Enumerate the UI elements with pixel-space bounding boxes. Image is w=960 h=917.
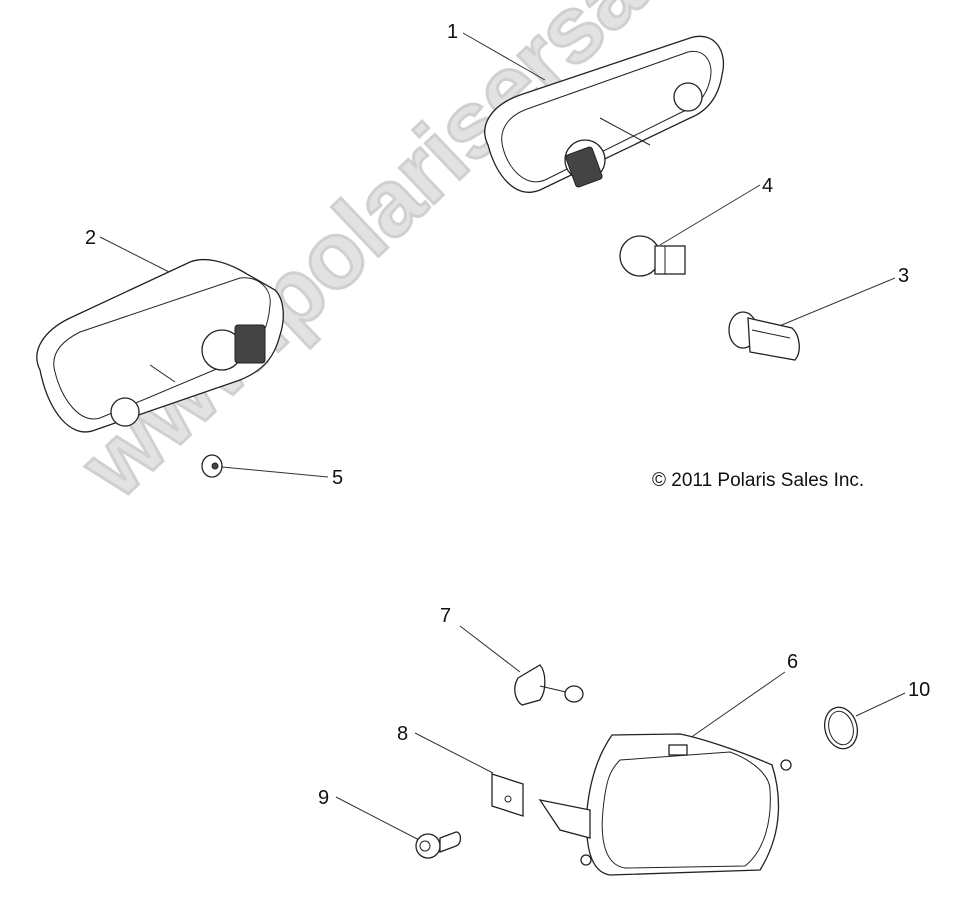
- part-4-bulb: [619, 235, 686, 277]
- part-8-clip-nut: [491, 773, 524, 817]
- callout-2: 2: [85, 227, 97, 249]
- callout-8: 8: [397, 723, 409, 745]
- part-3-bulb-socket: [728, 311, 800, 361]
- callout-5: 5: [332, 467, 344, 489]
- part-7-headlight-bulb: [514, 664, 584, 706]
- part-2-tail-light: [36, 258, 284, 433]
- callout-9: 9: [318, 787, 330, 809]
- part-1-tail-light: [484, 35, 724, 193]
- callout-6: 6: [787, 651, 799, 673]
- callout-3: 3: [898, 265, 910, 287]
- copyright-notice: © 2011 Polaris Sales Inc.: [652, 470, 865, 491]
- part-9-screw: [415, 831, 462, 859]
- part-5-nut: [201, 454, 223, 478]
- part-10-seal-ring: [823, 706, 859, 750]
- part-6-headlight: [538, 733, 792, 876]
- callout-7: 7: [440, 605, 452, 627]
- callout-4: 4: [762, 175, 774, 197]
- callout-1: 1: [447, 21, 459, 43]
- leader-lines: [99, 32, 906, 843]
- callout-10: 10: [908, 679, 931, 701]
